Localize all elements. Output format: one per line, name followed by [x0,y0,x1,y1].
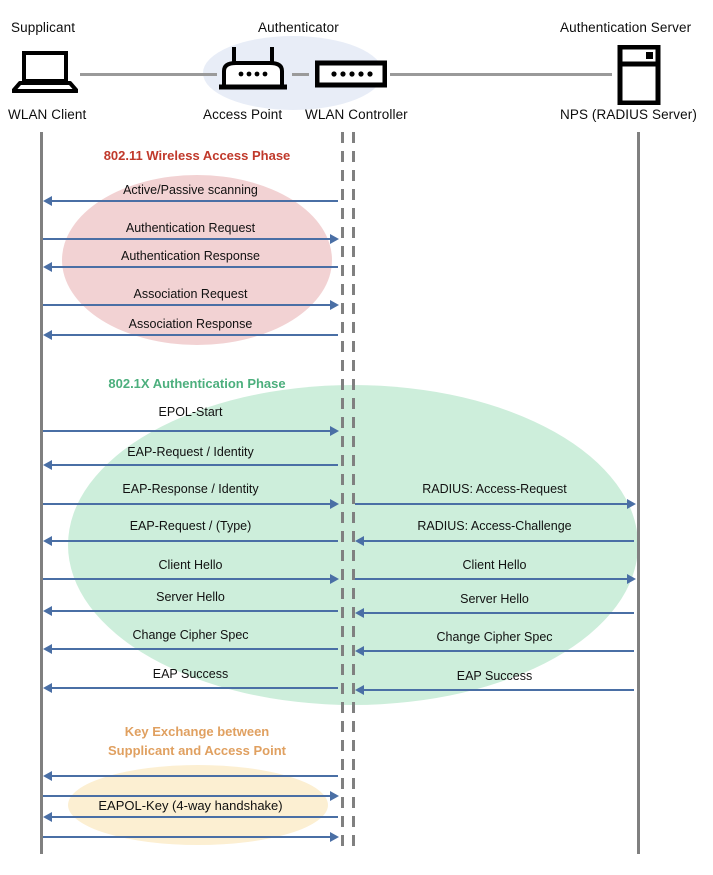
phase-title-80211: 802.11 Wireless Access Phase [103,148,291,163]
message-label: Server Hello [460,592,529,606]
arrowhead-right-icon [330,574,339,584]
message-line [47,464,338,466]
message-label: Association Request [133,287,248,301]
arrowhead-left-icon [43,683,52,693]
eapol-key-handshake-label: EAPOL-Key (4-way handshake) [98,798,283,813]
arrowhead-left-icon [43,771,52,781]
actor-role-supplicant: Supplicant [11,20,76,35]
message-line [43,503,334,505]
message-label: Client Hello [462,558,527,572]
message-line [47,200,338,202]
arrowhead-left-icon [43,606,52,616]
message-line [43,795,334,797]
phase-ellipse-key [68,765,328,845]
arrowhead-right-icon [627,499,636,509]
message-line [355,503,630,505]
arrowhead-left-icon [355,646,364,656]
lifeline-wlan-client [40,132,43,854]
wire-client-to-ap [80,73,217,76]
arrowhead-right-icon [330,499,339,509]
actor-role-authentication-server: Authentication Server [560,20,692,35]
message-line [47,816,338,818]
message-line [47,775,338,777]
message-line [47,266,338,268]
message-line [359,612,634,614]
arrowhead-right-icon [627,574,636,584]
message-line [43,578,334,580]
phase-title-key-exchange-line1: Key Exchange between [124,724,270,739]
arrowhead-right-icon [330,300,339,310]
message-label: EAP-Response / Identity [122,482,259,496]
message-label: RADIUS: Access-Challenge [417,519,572,533]
arrowhead-left-icon [43,536,52,546]
message-line [43,836,334,838]
message-label: Authentication Response [121,249,260,263]
wlan-controller-icon [314,60,388,88]
actor-role-authenticator: Authenticator [258,20,339,35]
actor-device-wlan-client: WLAN Client [8,107,87,122]
arrowhead-left-icon [43,812,52,822]
arrowhead-left-icon [355,536,364,546]
message-label: EAP-Request / (Type) [129,519,252,533]
arrowhead-right-icon [330,832,339,842]
message-label: Server Hello [156,590,225,604]
message-label: Active/Passive scanning [123,183,258,197]
arrowhead-left-icon [355,685,364,695]
message-line [47,648,338,650]
message-line [47,687,338,689]
actor-device-nps-server: NPS (RADIUS Server) [560,107,697,122]
lifeline-nps-server [637,132,640,854]
wire-ap-to-controller [292,73,309,76]
wire-controller-to-server [390,73,612,76]
arrowhead-left-icon [355,608,364,618]
message-line [359,650,634,652]
phase-ellipse-80211 [62,175,332,345]
message-line [43,304,334,306]
message-label: Authentication Request [125,221,256,235]
message-line [47,610,338,612]
message-label: EPOL-Start [158,405,223,419]
message-line [43,430,334,432]
server-icon [617,44,661,106]
arrowhead-left-icon [43,196,52,206]
arrowhead-left-icon [43,460,52,470]
message-line [359,540,634,542]
laptop-icon [11,50,79,94]
message-line [47,334,338,336]
actor-device-wlan-controller: WLAN Controller [305,107,408,122]
message-label: EAP Success [456,669,533,683]
lifeline-controller-b [352,132,355,854]
message-label: Change Cipher Spec [132,628,249,642]
arrowhead-right-icon [330,426,339,436]
lifeline-controller-a [341,132,344,854]
message-label: Client Hello [158,558,223,572]
message-label: Change Cipher Spec [436,630,553,644]
message-line [47,540,338,542]
arrowhead-left-icon [43,644,52,654]
arrowhead-left-icon [43,330,52,340]
message-line [359,689,634,691]
message-line [355,578,630,580]
arrowhead-right-icon [330,234,339,244]
phase-title-key-exchange-line2: Supplicant and Access Point [108,743,286,758]
message-line [43,238,334,240]
message-label: EAP-Request / Identity [127,445,254,459]
arrowhead-left-icon [43,262,52,272]
arrowhead-right-icon [330,791,339,801]
message-label: Association Response [128,317,253,331]
actor-device-access-point: Access Point [203,107,283,122]
message-label: EAP Success [152,667,229,681]
message-label: RADIUS: Access-Request [422,482,567,496]
phase-title-8021x: 802.1X Authentication Phase [108,376,286,391]
access-point-icon [216,45,290,95]
